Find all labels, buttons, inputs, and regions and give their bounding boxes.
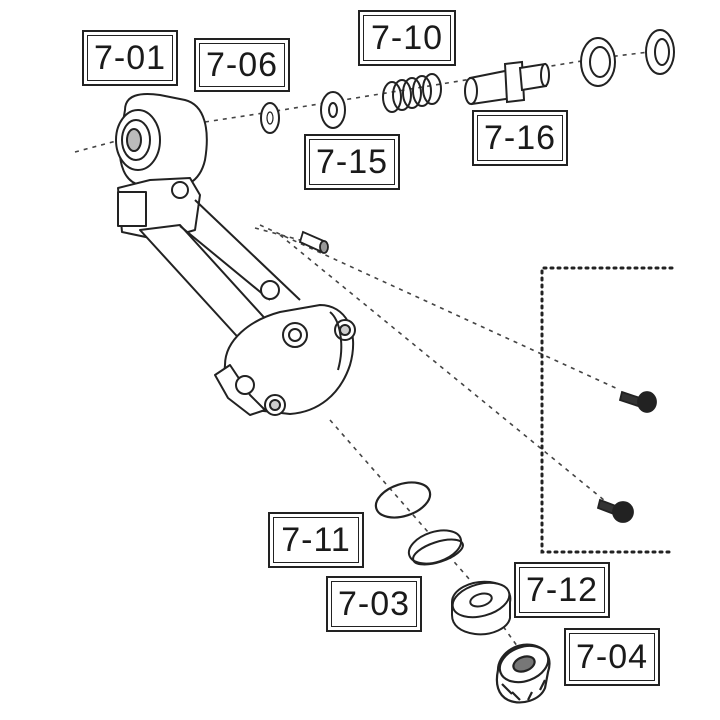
callout-7-15-label: 7-15 xyxy=(315,143,389,181)
seal-ring-edge xyxy=(645,29,675,75)
o-ring-7-11 xyxy=(374,481,432,519)
callout-7-04-label: 7-04 xyxy=(575,638,649,676)
callout-7-10: 7-10 xyxy=(358,10,456,66)
callout-7-01-label: 7-01 xyxy=(93,39,167,77)
seal-ring-right xyxy=(580,37,616,87)
callout-7-12-label: 7-12 xyxy=(525,571,599,609)
pump-body-assembly xyxy=(115,92,356,416)
valve-stem-7-16 xyxy=(464,60,550,106)
callout-7-16-label: 7-16 xyxy=(483,119,557,157)
callout-7-03-label: 7-03 xyxy=(337,585,411,623)
callout-7-15: 7-15 xyxy=(304,134,400,190)
lock-nut-7-04 xyxy=(495,643,551,704)
spring-7-10 xyxy=(382,73,442,113)
screw-upper xyxy=(618,390,657,413)
detail-region-border xyxy=(540,266,674,554)
callout-7-10-label: 7-10 xyxy=(370,19,444,57)
callout-7-11: 7-11 xyxy=(268,512,364,568)
callout-7-06: 7-06 xyxy=(194,38,290,92)
callout-7-12: 7-12 xyxy=(514,562,610,618)
diaphragm-7-03 xyxy=(407,529,464,566)
screw-lower xyxy=(596,498,634,523)
callout-7-16: 7-16 xyxy=(472,110,568,166)
callout-7-06-label: 7-06 xyxy=(205,46,279,84)
washer-7-15 xyxy=(320,91,346,129)
callout-7-04: 7-04 xyxy=(564,628,660,686)
callout-7-11-label: 7-11 xyxy=(281,521,351,559)
assembly-axis-lines xyxy=(74,49,666,651)
small-pin xyxy=(298,230,329,254)
nut-7-12 xyxy=(451,580,512,636)
callout-7-01: 7-01 xyxy=(82,30,178,86)
callout-7-03: 7-03 xyxy=(326,576,422,632)
